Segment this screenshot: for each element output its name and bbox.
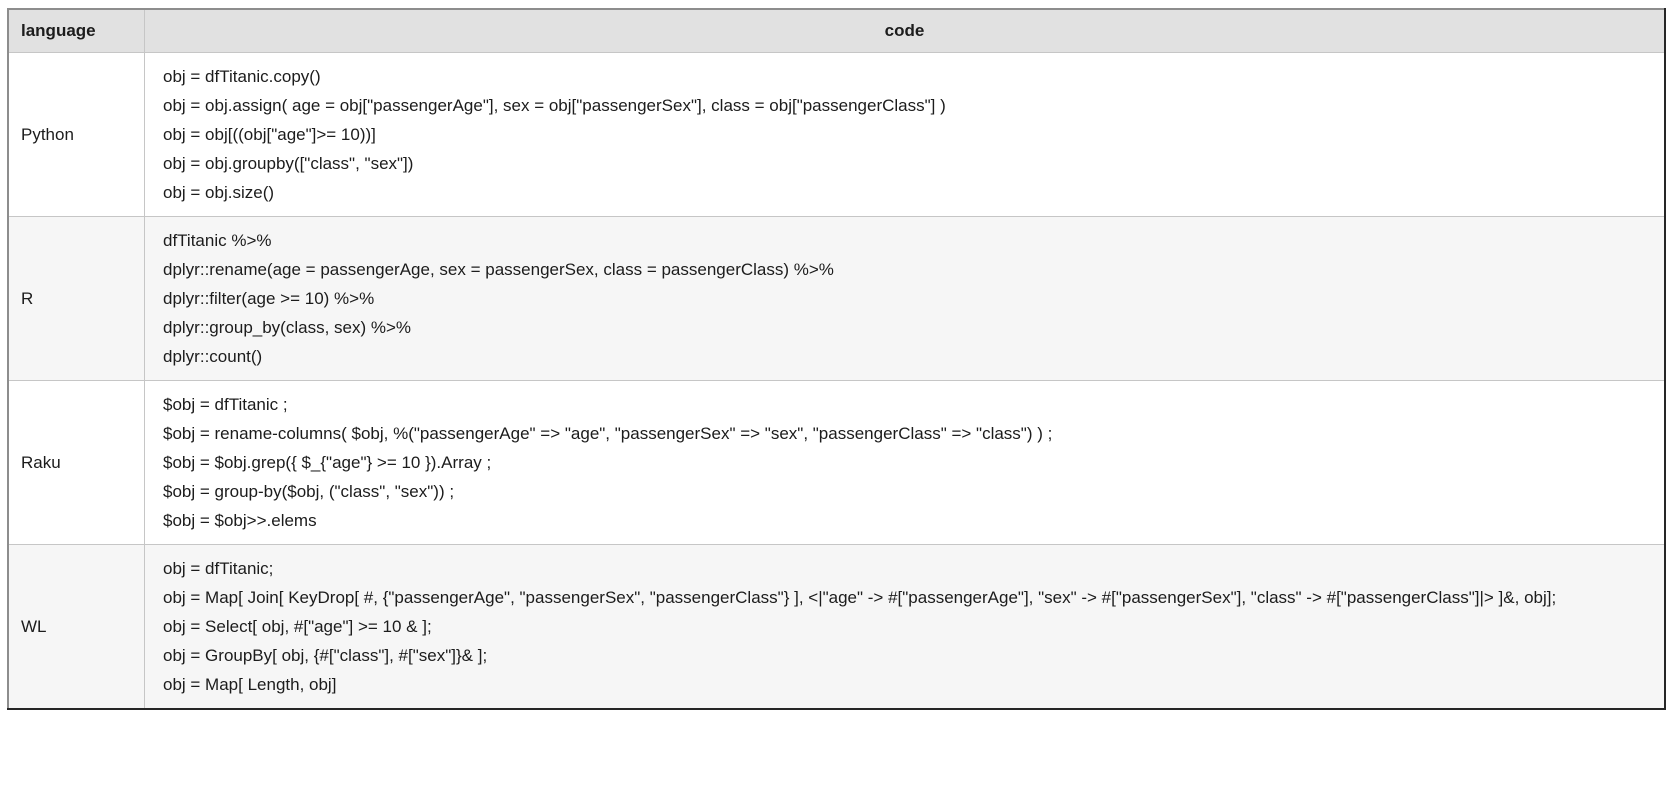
header-cell-language: language xyxy=(7,8,145,53)
language-code-table-wrap: language code Python obj = dfTitanic.cop… xyxy=(7,8,1666,710)
code-cell: obj = dfTitanic; obj = Map[ Join[ KeyDrop… xyxy=(144,544,1666,710)
code-line: dplyr::count() xyxy=(163,347,263,366)
code-cell: obj = dfTitanic.copy() obj = obj.assign( … xyxy=(144,52,1666,217)
header-row: language code xyxy=(7,8,1666,53)
code-line: obj = obj[((obj["age"]>= 10))] xyxy=(163,125,376,144)
code-cell: $obj = dfTitanic ; $obj = rename-columns(… xyxy=(144,380,1666,545)
code-line: $obj = $obj.grep({ $_{"age"} >= 10 }).Ar… xyxy=(163,453,492,472)
code-line: dplyr::group_by(class, sex) %>% xyxy=(163,318,412,337)
table-row: Python obj = dfTitanic.copy() obj = obj.a… xyxy=(7,52,1666,217)
code-line: obj = obj.size() xyxy=(163,183,275,202)
code-line: obj = Map[ Join[ KeyDrop[ #, {"passenger… xyxy=(163,588,1557,607)
code-line: obj = Select[ obj, #["age"] >= 10 & ]; xyxy=(163,617,432,636)
code-cell: dfTitanic %>%dplyr::rename(age = passeng… xyxy=(144,216,1666,381)
code-line: obj = obj.assign( age = obj["passengerAg… xyxy=(163,96,946,115)
code-line: dplyr::filter(age >= 10) %>% xyxy=(163,289,375,308)
language-cell: R xyxy=(7,216,145,381)
code-line: obj = Map[ Length, obj] xyxy=(163,675,337,694)
table-row: R dfTitanic %>%dplyr::rename(age = passe… xyxy=(7,216,1666,381)
code-line: obj = dfTitanic; xyxy=(163,559,274,578)
code-line: dfTitanic %>% xyxy=(163,231,272,250)
code-line: $obj = rename-columns( $obj, %("passenge… xyxy=(163,424,1053,443)
language-cell: Raku xyxy=(7,380,145,545)
code-line: $obj = $obj>>.elems xyxy=(163,511,317,530)
language-cell: WL xyxy=(7,544,145,710)
code-line: $obj = dfTitanic ; xyxy=(163,395,288,414)
table-row: Raku $obj = dfTitanic ; $obj = rename-col… xyxy=(7,380,1666,545)
language-code-table: language code Python obj = dfTitanic.cop… xyxy=(7,8,1666,710)
code-line: $obj = group-by($obj, ("class", "sex")) … xyxy=(163,482,455,501)
code-line: dplyr::rename(age = passengerAge, sex = … xyxy=(163,260,834,279)
code-line: obj = dfTitanic.copy() xyxy=(163,67,321,86)
code-line: obj = GroupBy[ obj, {#["class"], #["sex"… xyxy=(163,646,488,665)
code-line: obj = obj.groupby(["class", "sex"]) xyxy=(163,154,414,173)
header-cell-code: code xyxy=(144,8,1666,53)
table-header: language code xyxy=(7,8,1666,53)
table-body: Python obj = dfTitanic.copy() obj = obj.a… xyxy=(7,52,1666,710)
table-row: WL obj = dfTitanic; obj = Map[ Join[ KeyD… xyxy=(7,544,1666,710)
language-cell: Python xyxy=(7,52,145,217)
